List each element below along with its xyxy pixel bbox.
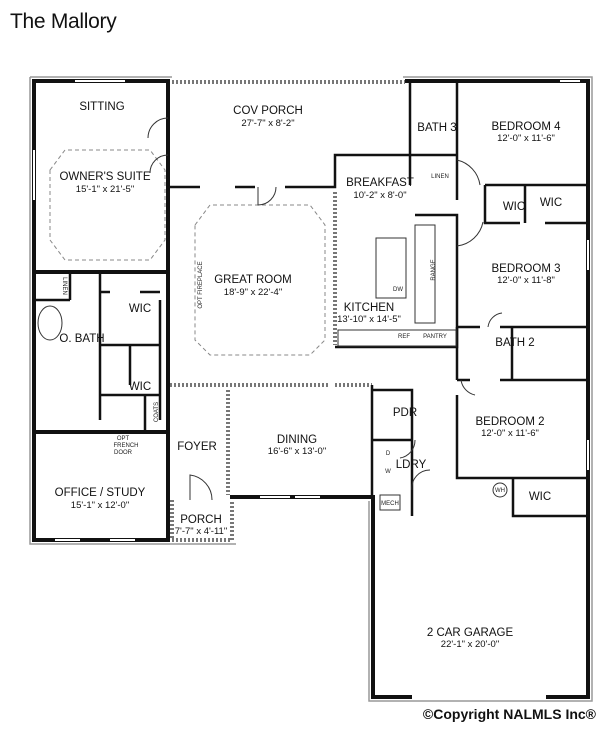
refrigerator-label: REF: [398, 334, 410, 340]
room-breakfast: BREAKFAST: [346, 177, 414, 189]
fixtures: [37, 224, 508, 511]
linen-closet-label: LINEN: [431, 174, 449, 180]
room-dining-dims: 16'-6" x 13'-0": [268, 446, 326, 457]
linen-closet-label: LINEN: [61, 277, 67, 295]
dishwasher-label: DW: [393, 287, 403, 293]
room-wic-owner1: WIC: [129, 303, 151, 315]
room-porch: PORCH: [180, 514, 222, 526]
room-cov-porch: COV PORCH: [233, 105, 303, 117]
dryer-label: D: [386, 451, 391, 457]
room-dining: DINING: [277, 434, 317, 446]
plan-title: The Mallory: [10, 10, 117, 33]
room-porch-dims: 7'-7" x 4'-11": [175, 526, 227, 537]
pantry-label: PANTRY: [423, 334, 447, 340]
range-label: RANGE: [431, 259, 437, 280]
room-sitting: SITTING: [79, 101, 124, 113]
room-ldry: LDRY: [396, 459, 427, 471]
room-wic-bed2: WIC: [529, 491, 551, 503]
room-wic-owner2: WIC: [129, 381, 151, 393]
doors: [147, 117, 503, 501]
room-bedroom4: BEDROOM 4: [491, 121, 561, 133]
french-door-label: FRENCH: [114, 443, 139, 449]
room-great-room: GREAT ROOM: [214, 274, 292, 286]
water-heater-label: WH: [495, 488, 505, 494]
room-bath3: BATH 3: [417, 122, 456, 134]
room-cov-porch-dims: 27'-7" x 8'-2": [241, 118, 294, 129]
copyright-notice: ©Copyright NALMLS Inc®: [422, 706, 596, 722]
french-door-label: DOOR: [114, 450, 133, 456]
room-great-room-dims: 18'-9" x 22'-4": [224, 287, 282, 298]
room-kitchen-dims: 13'-10" x 14'-5": [337, 314, 401, 325]
washer-label: W: [385, 469, 391, 475]
room-owners-suite: OWNER'S SUITE: [59, 171, 150, 183]
fireplace-label: OPT FIREPLACE: [198, 261, 204, 308]
room-wic-bed4b: WIC: [540, 197, 562, 209]
interior-walls: [32, 79, 588, 542]
room-foyer: FOYER: [177, 441, 217, 453]
french-door-label: OPT: [117, 436, 130, 442]
room-office: OFFICE / STUDY: [55, 487, 146, 499]
room-obath: O. BATH: [59, 333, 104, 345]
room-bedroom4-dims: 12'-0" x 11'-6": [497, 133, 555, 144]
room-garage: 2 CAR GARAGE: [427, 627, 514, 639]
room-wic-bed4a: WIC: [503, 201, 525, 213]
room-bedroom3-dims: 12'-0" x 11'-8": [497, 275, 555, 286]
room-kitchen: KITCHEN: [344, 302, 394, 314]
coats-closet-label: COATS: [154, 402, 160, 422]
room-garage-dims: 22'-1" x 20'-0": [441, 639, 499, 650]
room-office-dims: 15'-1" x 12'-0": [71, 500, 129, 511]
room-breakfast-dims: 10'-2" x 8'-0": [353, 190, 406, 201]
room-bedroom3: BEDROOM 3: [491, 263, 560, 275]
room-pdr: PDR: [393, 407, 417, 419]
room-bath2: BATH 2: [495, 337, 534, 349]
mechanical-label: MECH: [381, 501, 399, 507]
room-bedroom2-dims: 12'-0" x 11'-6": [481, 428, 539, 439]
room-bedroom2: BEDROOM 2: [475, 416, 544, 428]
room-owners-suite-dims: 15'-1" x 21'-5": [76, 184, 134, 195]
